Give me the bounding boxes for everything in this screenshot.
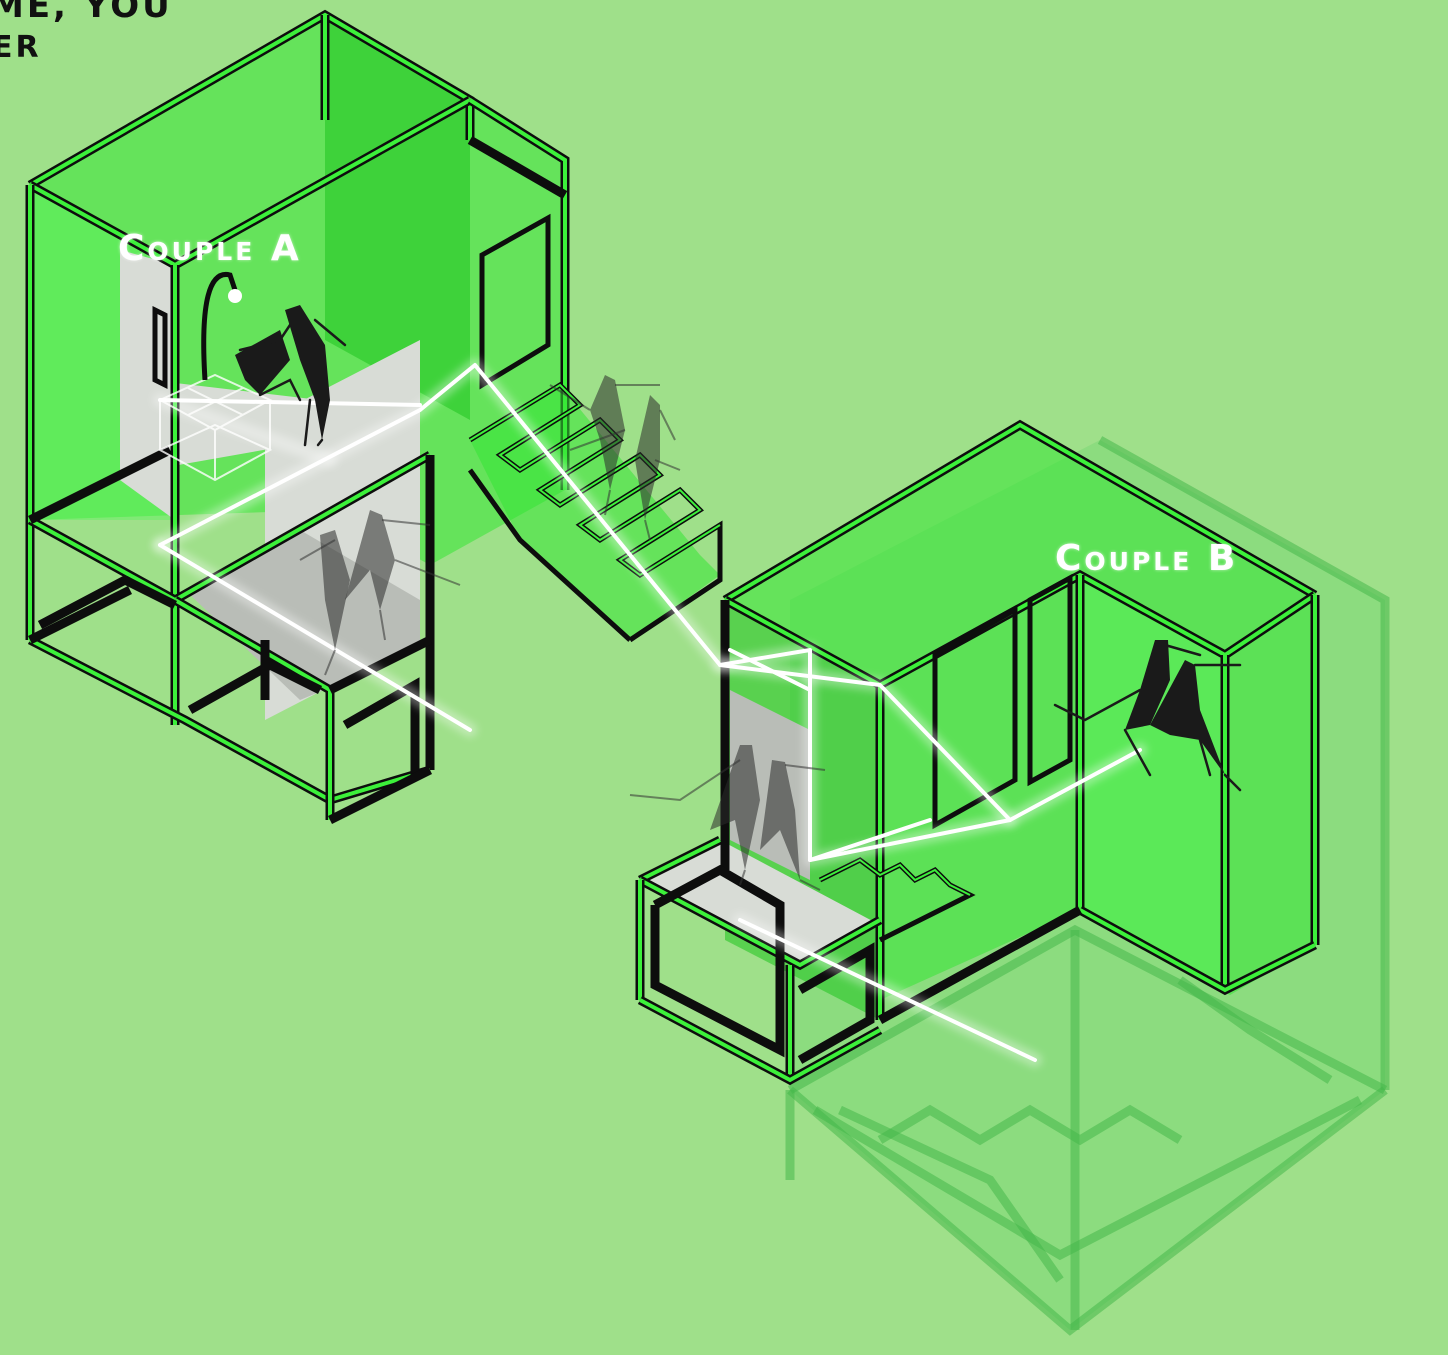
corner-text-line1: ME, YOU: [0, 0, 173, 26]
couple-b-label: Couple B: [1055, 538, 1238, 579]
corner-text-line2: ER: [0, 30, 42, 65]
couple-a-label: Couple A: [118, 228, 302, 269]
lamp-icon: [228, 289, 242, 303]
